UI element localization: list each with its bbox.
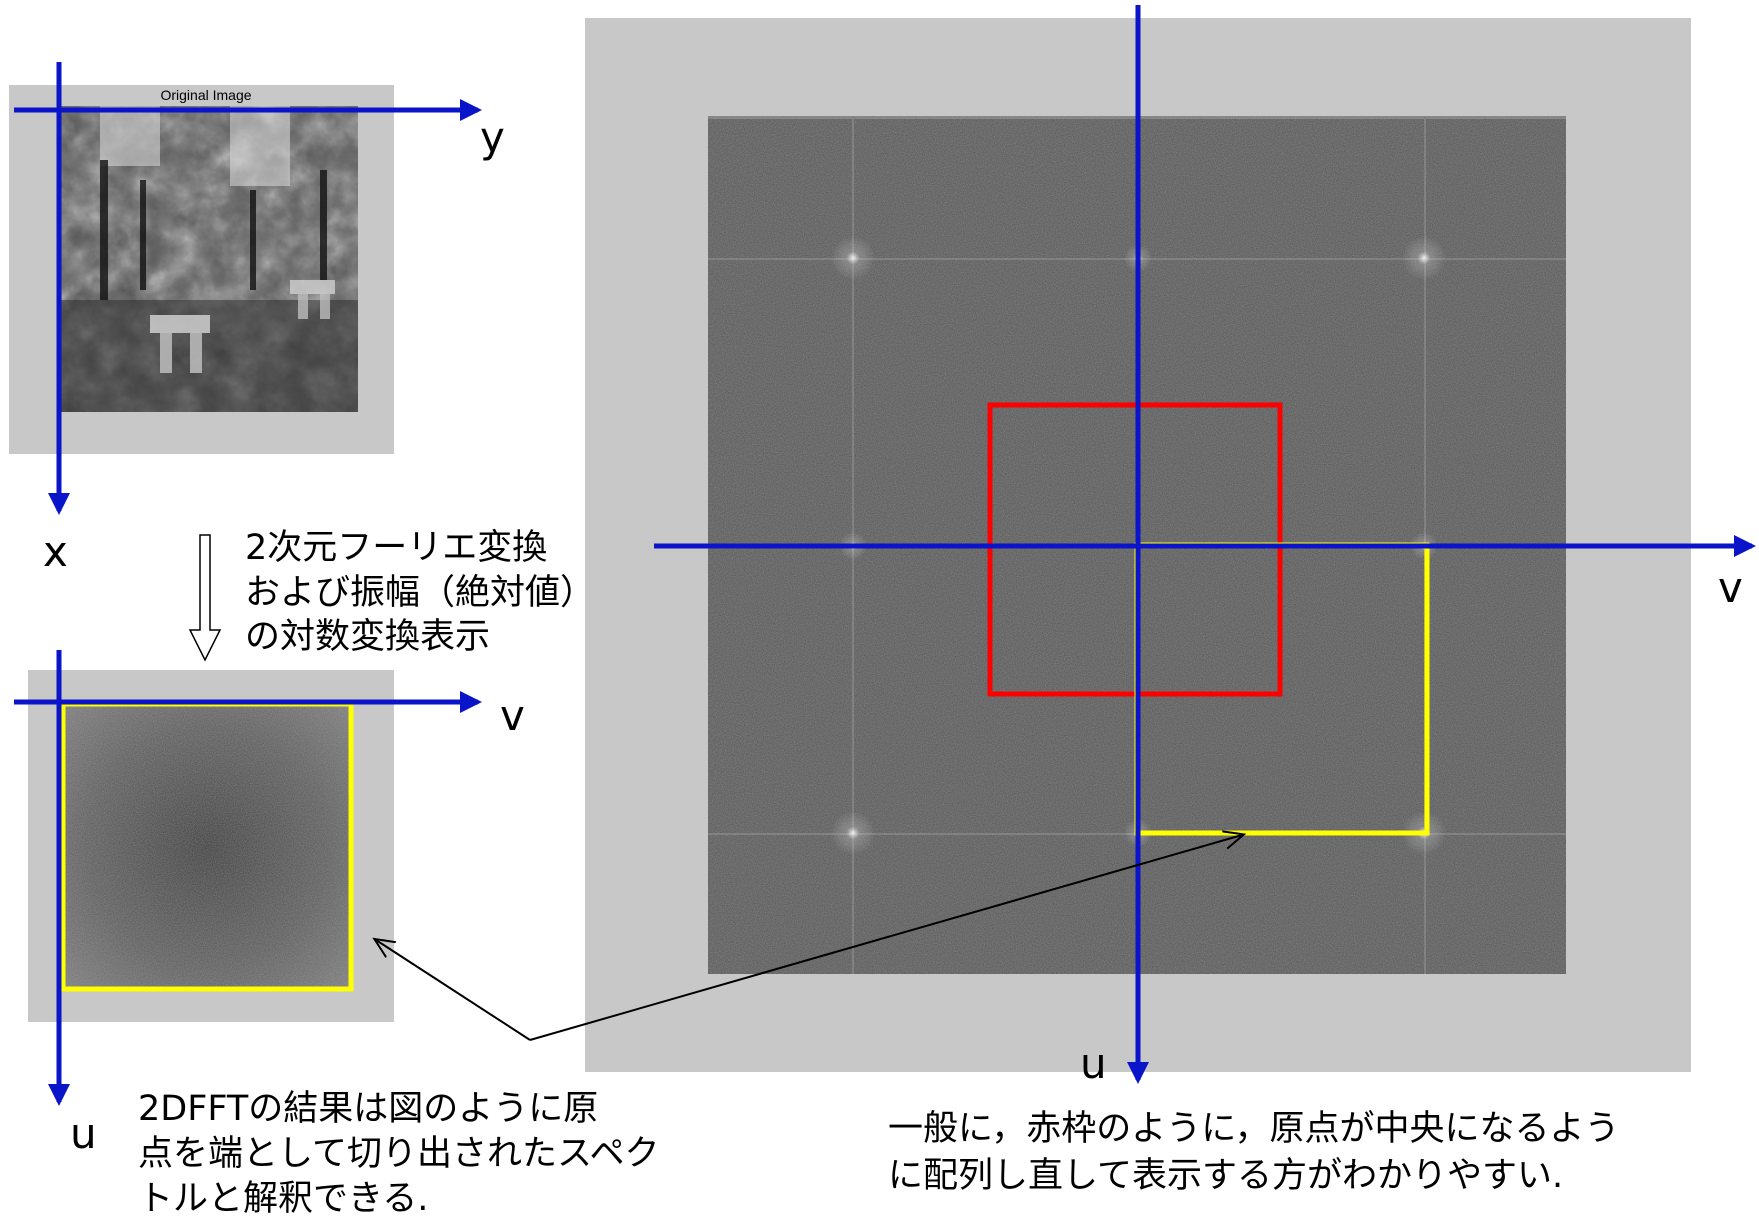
small-spectrum-panel: v u <box>14 650 525 1158</box>
transform-note-line-1: 2次元フーリエ変換 <box>245 528 547 568</box>
large-spectrum-panel: v u <box>585 5 1756 1088</box>
arrow-to-large-yellow-frame <box>529 835 1242 1041</box>
transform-note: 2次元フーリエ変換 および振幅（絶対値） の対数変換表示 <box>188 528 595 662</box>
caption-right: 一般に，赤枠のように，原点が中央になるよう に配列し直して表示する方がわかりやす… <box>888 1109 1620 1196</box>
caption-left-line-3: トルと解釈できる. <box>138 1179 428 1219</box>
caption-right-line-2: に配列し直して表示する方がわかりやすい. <box>888 1156 1563 1196</box>
original-image-title: Original Image <box>160 87 251 103</box>
original-y-axis-label: y <box>480 113 505 162</box>
arrow-to-small-spectrum <box>376 940 531 1041</box>
caption-left: 2DFFTの結果は図のように原 点を端として切り出されたスペク トルと解釈できる… <box>138 1089 660 1219</box>
caption-right-line-1: 一般に，赤枠のように，原点が中央になるよう <box>888 1109 1620 1149</box>
transform-note-line-2: および振幅（絶対値） <box>245 573 595 613</box>
small-spectrum-v-label: v <box>500 691 525 740</box>
small-spectrum-u-label: u <box>70 1109 97 1158</box>
caption-left-line-1: 2DFFTの結果は図のように原 <box>138 1089 598 1129</box>
original-photo <box>61 106 358 412</box>
caption-left-line-2: 点を端として切り出されたスペク <box>138 1134 660 1174</box>
transform-note-line-3: の対数変換表示 <box>245 617 490 657</box>
correspondence-arrows <box>376 835 1242 1041</box>
large-spectrum-v-label: v <box>1718 563 1743 612</box>
transform-down-arrow <box>188 534 222 662</box>
large-spectrum-u-label: u <box>1080 1039 1107 1088</box>
original-x-axis-label: x <box>43 527 68 576</box>
original-image-panel: Original Image y x <box>9 62 505 576</box>
